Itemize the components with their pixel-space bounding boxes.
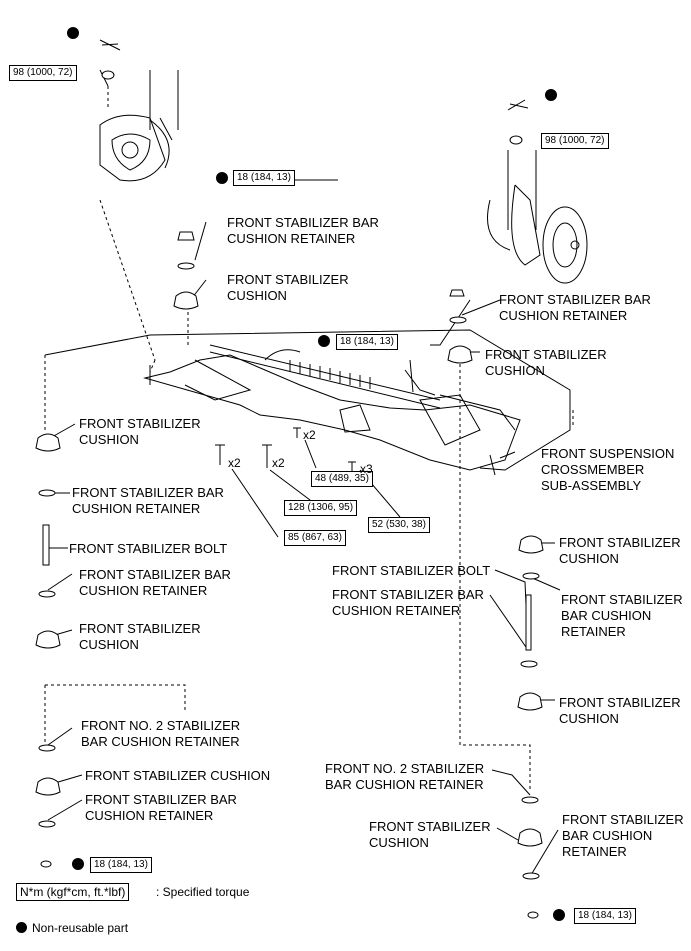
torque-18-bottom-right: 18 (184, 13): [574, 908, 636, 924]
label-left-cushion-2: FRONT STABILIZER CUSHION: [79, 621, 201, 652]
small-parts: [35, 39, 544, 919]
torque-128: 128 (1306, 95): [284, 500, 358, 516]
qty-x2-b: x2: [272, 456, 285, 470]
torque-52: 52 (530, 38): [368, 517, 430, 533]
label-right-cushion-2: FRONT STABILIZER CUSHION: [559, 535, 681, 566]
torque-98-right: 98 (1000, 72): [541, 133, 609, 149]
label-right-no2-retainer: FRONT NO. 2 STABILIZER BAR CUSHION RETAI…: [325, 761, 485, 792]
label-top-cushion: FRONT STABILIZER CUSHION: [227, 272, 349, 303]
torque-98-left: 98 (1000, 72): [9, 65, 77, 81]
label-top-retainer: FRONT STABILIZER BAR CUSHION RETAINER: [227, 215, 379, 246]
left-steering-knuckle: [99, 69, 179, 182]
label-right-retainer-2: FRONT STABILIZER BAR CUSHION RETAINER: [332, 587, 484, 618]
label-left-cushion: FRONT STABILIZER CUSHION: [79, 416, 201, 447]
label-right-bolt: FRONT STABILIZER BOLT: [332, 563, 491, 578]
nonreusable-dot-18-br: [553, 909, 565, 921]
label-left-bolt: FRONT STABILIZER BOLT: [69, 541, 228, 556]
legend-torque-desc: : Specified torque: [156, 885, 250, 899]
label-crossmember: FRONT SUSPENSION CROSSMEMBER SUB-ASSEMBL…: [541, 446, 675, 493]
legend-nonreusable: Non-reusable part: [32, 921, 129, 935]
label-left-cushion-3: FRONT STABILIZER CUSHION: [85, 768, 271, 783]
label-right-retainer-4: FRONT STABILIZER BAR CUSHION RETAINER: [562, 812, 684, 859]
qty-x3: x3: [360, 462, 373, 476]
label-right-cushion: FRONT STABILIZER CUSHION: [485, 347, 607, 378]
label-left-retainer-2: FRONT STABILIZER BAR CUSHION RETAINER: [79, 567, 231, 598]
right-steering-knuckle: [487, 150, 588, 284]
nonreusable-dot-18-top: [216, 172, 228, 184]
torque-18-top: 18 (184, 13): [233, 170, 295, 186]
label-left-retainer-1: FRONT STABILIZER BAR CUSHION RETAINER: [72, 485, 224, 516]
torque-18-bottom-left: 18 (184, 13): [90, 857, 152, 873]
nonreusable-dot-18-bl: [72, 858, 84, 870]
alignment-lines: [44, 86, 574, 790]
label-left-retainer-3: FRONT STABILIZER BAR CUSHION RETAINER: [85, 792, 237, 823]
label-right-cushion-3: FRONT STABILIZER CUSHION: [559, 695, 681, 726]
label-right-retainer-3: FRONT STABILIZER BAR CUSHION RETAINER: [561, 592, 683, 639]
torque-48: 48 (489, 35): [311, 471, 373, 487]
legend-torque-unit: N*m (kgf*cm, ft.*lbf): [16, 883, 130, 901]
label-right-retainer: FRONT STABILIZER BAR CUSHION RETAINER: [499, 292, 651, 323]
label-left-no2-retainer: FRONT NO. 2 STABILIZER BAR CUSHION RETAI…: [81, 718, 241, 749]
torque-18-mid: 18 (184, 13): [336, 334, 398, 350]
qty-x2-a: x2: [228, 456, 241, 470]
nonreusable-dot-top-left: [67, 27, 79, 39]
qty-x2-c: x2: [303, 428, 316, 442]
crossmember-bolts: [215, 427, 356, 472]
nonreusable-dot-top-right: [545, 89, 557, 101]
legend-dot-icon: [16, 922, 27, 933]
nonreusable-dot-18-mid: [318, 335, 330, 347]
torque-85: 85 (867, 63): [284, 530, 346, 546]
label-right-cushion-4: FRONT STABILIZER CUSHION: [369, 819, 491, 850]
